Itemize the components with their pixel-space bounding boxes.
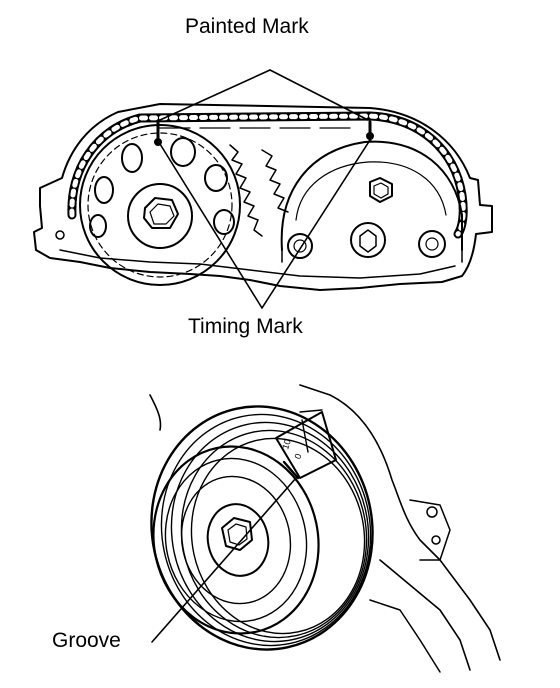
painted-mark-leaders xyxy=(159,69,369,121)
engine-block xyxy=(149,384,501,671)
pulley-bolt xyxy=(221,517,253,551)
timing-chain xyxy=(67,111,468,239)
crankshaft-pulley-figure xyxy=(149,384,501,673)
crankshaft-pulley xyxy=(150,405,374,651)
painted-mark-label: Painted Mark xyxy=(185,15,309,38)
camshaft-timing-figure xyxy=(33,69,493,309)
right-cam-sprocket xyxy=(280,140,463,263)
timing-mark-label: Timing Mark xyxy=(188,315,303,338)
left-cam-sprocket xyxy=(79,124,241,286)
timing-mark-leaders xyxy=(159,139,371,309)
groove-mark xyxy=(282,460,300,480)
groove-label: Groove xyxy=(52,629,121,652)
gear-teeth xyxy=(229,144,289,237)
engine-housing xyxy=(33,103,493,291)
groove-leader xyxy=(151,477,297,643)
